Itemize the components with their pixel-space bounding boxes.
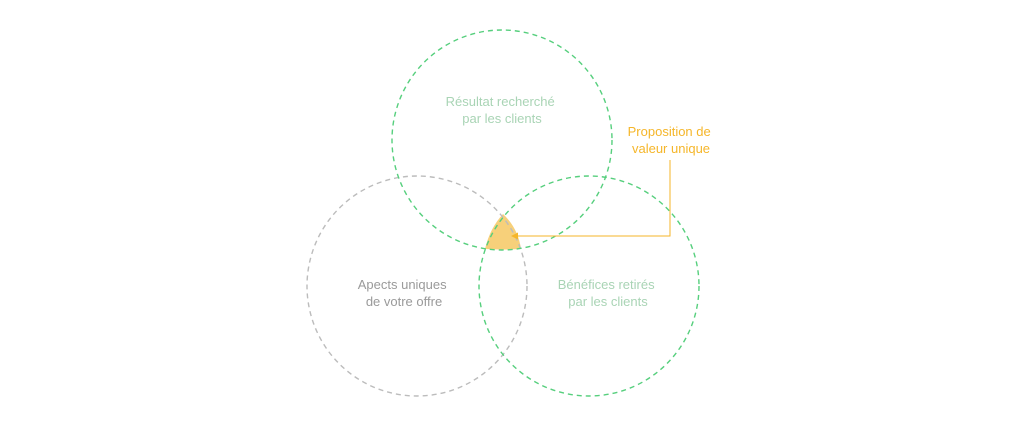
callout-label-line1: Proposition de [628, 124, 711, 139]
callout-label: Proposition de valeur unique [628, 124, 715, 156]
circle-right-label-line1: Bénéfices retirés [558, 277, 655, 292]
intersection-region [485, 214, 521, 250]
callout-connector [515, 160, 671, 237]
circle-right [478, 175, 700, 397]
circle-left-label: Apects uniques de votre offre [358, 277, 451, 309]
circle-top-label-line2: par les clients [462, 111, 542, 126]
circle-left-label-line1: Apects uniques [358, 277, 447, 292]
circle-right-label: Bénéfices retirés par les clients [558, 277, 658, 309]
callout-arrow-icon [511, 232, 518, 240]
circle-top [391, 29, 613, 251]
circle-top-label: Résultat recherché par les clients [446, 94, 559, 126]
circle-right-label-line2: par les clients [568, 294, 648, 309]
circle-left-label-line2: de votre offre [366, 294, 442, 309]
callout-label-line2: valeur unique [632, 141, 710, 156]
circle-top-label-line1: Résultat recherché [446, 94, 555, 109]
circle-left [306, 175, 528, 397]
